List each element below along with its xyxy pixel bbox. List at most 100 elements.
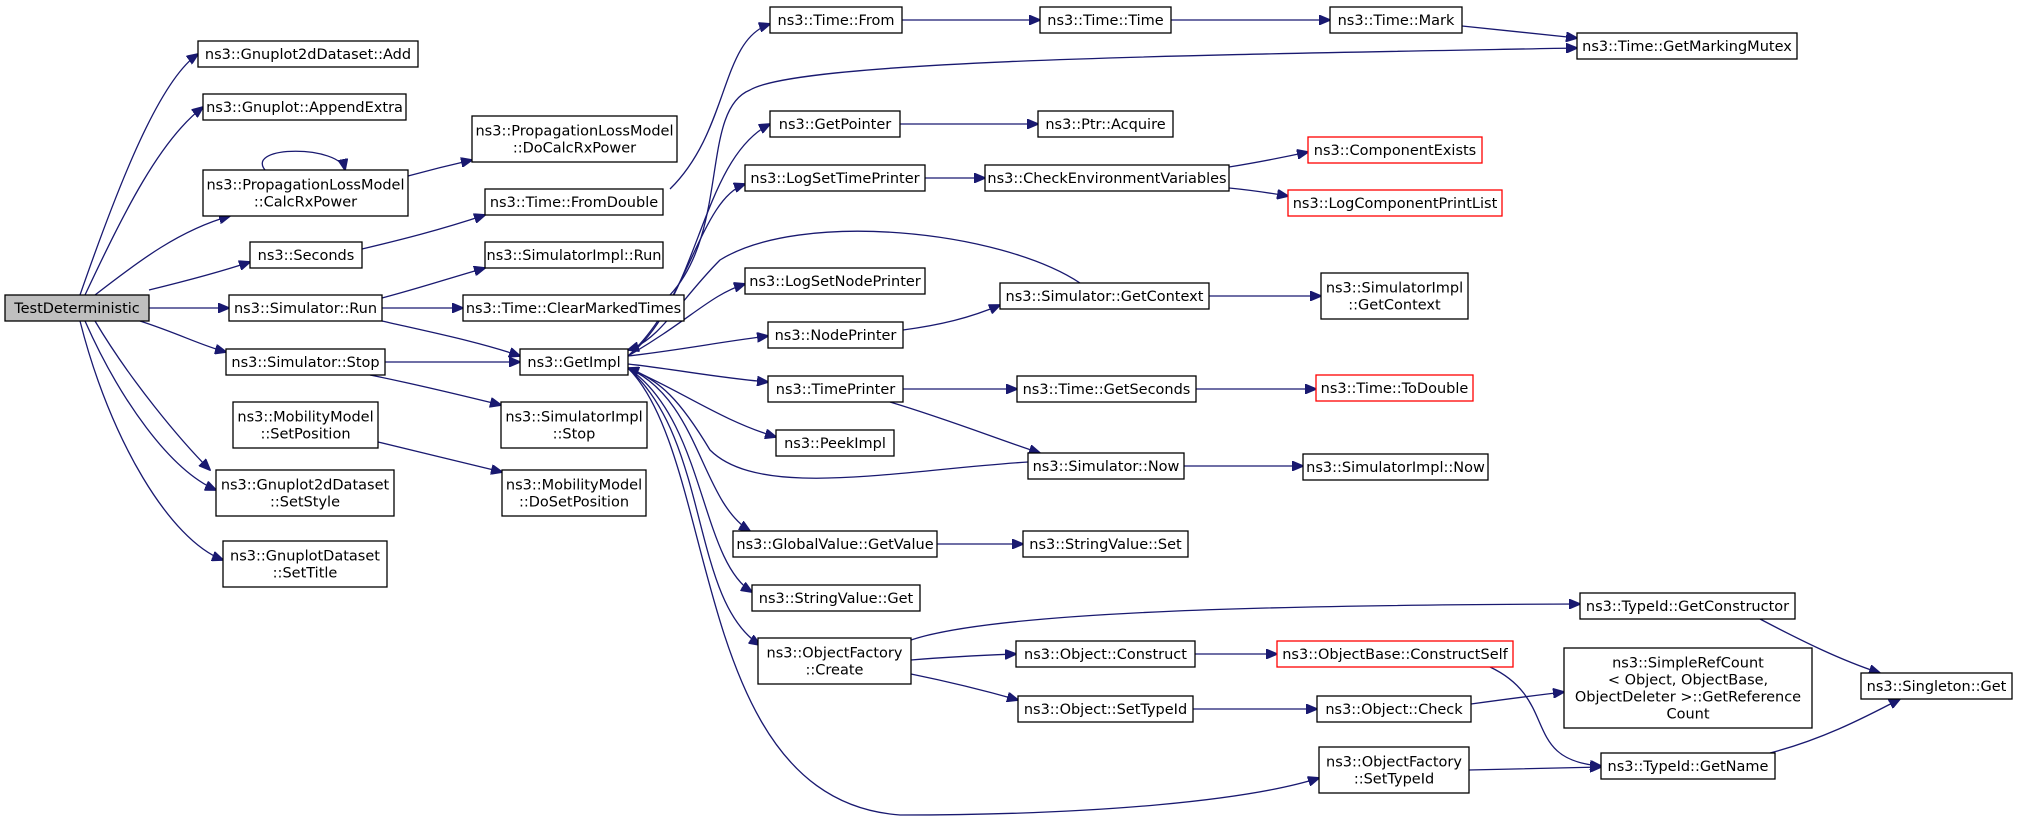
node-label: ns3::PropagationLossModel [206, 178, 404, 194]
node-label: ns3::TypeId::GetName [1608, 759, 1769, 775]
node-mm-setpos[interactable]: ns3::MobilityModel::SetPosition [232, 401, 379, 449]
node-sv-get[interactable]: ns3::StringValue::Get [751, 584, 921, 612]
node-label: ns3::PropagationLossModel [475, 124, 673, 140]
node-time-mark[interactable]: ns3::Time::Mark [1329, 6, 1463, 34]
node-nodeprinter[interactable]: ns3::NodePrinter [767, 321, 904, 349]
node-label: ::DoSetPosition [519, 495, 629, 511]
node-typeid-getctor[interactable]: ns3::TypeId::GetConstructor [1579, 592, 1796, 620]
node-obj-settypeid[interactable]: ns3::Object::SetTypeId [1017, 695, 1194, 723]
edge-testdet-to-gds-title [79, 320, 223, 560]
node-time-todouble[interactable]: ns3::Time::ToDouble [1315, 374, 1474, 402]
node-timeprinter[interactable]: ns3::TimePrinter [767, 375, 904, 403]
node-sim-stop[interactable]: ns3::Simulator::Stop [225, 348, 386, 376]
node-logsetnode[interactable]: ns3::LogSetNodePrinter [744, 267, 926, 295]
node-box [1320, 272, 1469, 320]
node-gv-getvalue[interactable]: ns3::GlobalValue::GetValue [732, 530, 938, 558]
edge-of-settypeid-to-typeid-getname [1468, 767, 1601, 770]
node-label: ns3::GetImpl [527, 355, 620, 371]
node-of-create[interactable]: ns3::ObjectFactory::Create [757, 637, 912, 685]
edge-sim-getctx-to-getimpl [628, 230, 1081, 350]
node-box [484, 188, 664, 216]
edge-getimpl-to-getpointer [627, 124, 770, 357]
node-simimpl-stop[interactable]: ns3::SimulatorImpl::Stop [500, 401, 648, 449]
edge-seconds-to-time-fromdouble [361, 215, 485, 250]
node-box [744, 267, 926, 295]
node-time-mutex[interactable]: ns3::Time::GetMarkingMutex [1576, 32, 1798, 60]
node-ob-constructself[interactable]: ns3::ObjectBase::ConstructSelf [1276, 640, 1514, 668]
edge-testdet-to-sim-stop [139, 320, 226, 352]
node-obj-construct[interactable]: ns3::Object::Construct [1015, 640, 1196, 668]
node-getpointer[interactable]: ns3::GetPointer [769, 110, 901, 138]
node-box [767, 321, 904, 349]
edge-typeid-getctor-to-singleton-get [1759, 618, 1880, 673]
node-plm-docalc[interactable]: ns3::PropagationLossModel::DoCalcRxPower [471, 115, 678, 163]
node-label: ns3::Singleton::Get [1867, 679, 2007, 695]
node-sim-getctx[interactable]: ns3::Simulator::GetContext [999, 282, 1210, 310]
node-box [232, 401, 379, 449]
node-logcomplist[interactable]: ns3::LogComponentPrintList [1287, 189, 1503, 217]
edge-sim-run-to-simimpl-run [381, 268, 485, 299]
node-simimpl-run[interactable]: ns3::SimulatorImpl::Run [484, 241, 664, 269]
node-box [775, 429, 895, 457]
node-box [4, 294, 150, 322]
node-time-from[interactable]: ns3::Time::From [769, 6, 903, 34]
edge-testdet-to-mm-setpos [94, 320, 210, 470]
edge-ob-constructself-to-typeid-getname [1489, 666, 1601, 766]
node-typeid-getname[interactable]: ns3::TypeId::GetName [1600, 752, 1776, 780]
node-box [1600, 752, 1776, 780]
node-sim-run[interactable]: ns3::Simulator::Run [228, 294, 383, 322]
node-getimpl[interactable]: ns3::GetImpl [519, 348, 629, 376]
node-box [1316, 695, 1472, 723]
node-label: ns3::StringValue::Set [1029, 537, 1182, 553]
node-mm-dosetpos[interactable]: ns3::MobilityModel::DoSetPosition [501, 469, 647, 517]
edge-getimpl-to-timeprinter [627, 363, 768, 382]
edge-sim-stop-to-simimpl-stop [369, 374, 501, 405]
node-label: ns3::Time::Mark [1338, 13, 1455, 29]
edge-testdet-to-seconds [148, 262, 250, 291]
node-g2d-style[interactable]: ns3::Gnuplot2dDataset::SetStyle [215, 469, 395, 517]
node-simimpl-now[interactable]: ns3::SimulatorImpl::Now [1302, 453, 1489, 481]
node-time-clear[interactable]: ns3::Time::ClearMarkedTimes [462, 294, 685, 322]
node-sv-set[interactable]: ns3::StringValue::Set [1022, 530, 1189, 558]
node-box [1287, 189, 1503, 217]
node-plm-calc[interactable]: ns3::PropagationLossModel::CalcRxPower [202, 169, 409, 217]
node-compexists[interactable]: ns3::ComponentExists [1307, 136, 1483, 164]
node-singleton-get[interactable]: ns3::Singleton::Get [1860, 672, 2013, 700]
node-ptr-acquire[interactable]: ns3::Ptr::Acquire [1037, 110, 1174, 138]
node-label: ns3::ComponentExists [1314, 143, 1477, 159]
node-label: ::CalcRxPower [254, 195, 357, 211]
node-time-fromdouble[interactable]: ns3::Time::FromDouble [484, 188, 664, 216]
node-testdet[interactable]: TestDeterministic [4, 294, 150, 322]
edge-testdet-to-plm-calc [94, 216, 230, 296]
node-box [501, 469, 647, 517]
node-simplerefcount[interactable]: ns3::SimpleRefCount< Object, ObjectBase,… [1563, 647, 1813, 729]
node-sim-now[interactable]: ns3::Simulator::Now [1027, 452, 1185, 480]
node-box [732, 530, 938, 558]
node-box [249, 241, 363, 269]
node-checkenv[interactable]: ns3::CheckEnvironmentVariables [984, 164, 1230, 192]
node-logsettime[interactable]: ns3::LogSetTimePrinter [744, 164, 926, 192]
node-label: ObjectDeleter >::GetReference [1575, 690, 1801, 706]
node-gp-append[interactable]: ns3::Gnuplot::AppendExtra [202, 93, 407, 121]
node-seconds[interactable]: ns3::Seconds [249, 241, 363, 269]
node-peekimpl[interactable]: ns3::PeekImpl [775, 429, 895, 457]
node-box [1016, 375, 1197, 403]
node-box [1039, 6, 1172, 34]
node-gds-title[interactable]: ns3::GnuplotDataset::SetTitle [222, 540, 388, 588]
node-time-getsec[interactable]: ns3::Time::GetSeconds [1016, 375, 1197, 403]
node-label: ns3::Time::From [778, 13, 895, 29]
node-label: ns3::Object::Check [1325, 702, 1463, 718]
node-label: ns3::GetPointer [779, 117, 892, 133]
node-label: ns3::Gnuplot::AppendExtra [206, 100, 403, 116]
node-box [500, 401, 648, 449]
edge-of-create-to-typeid-getctor [910, 604, 1580, 641]
node-obj-check[interactable]: ns3::Object::Check [1316, 695, 1472, 723]
node-label: ns3::NodePrinter [775, 328, 897, 344]
node-label: ns3::Gnuplot2dDataset [221, 478, 390, 494]
node-time-time[interactable]: ns3::Time::Time [1039, 6, 1172, 34]
node-g2d-add[interactable]: ns3::Gnuplot2dDataset::Add [197, 40, 419, 68]
node-of-settypeid[interactable]: ns3::ObjectFactory::SetTypeId [1318, 746, 1470, 794]
node-box [1329, 6, 1463, 34]
node-simimpl-getctx[interactable]: ns3::SimulatorImpl::GetContext [1320, 272, 1469, 320]
node-box [228, 294, 383, 322]
